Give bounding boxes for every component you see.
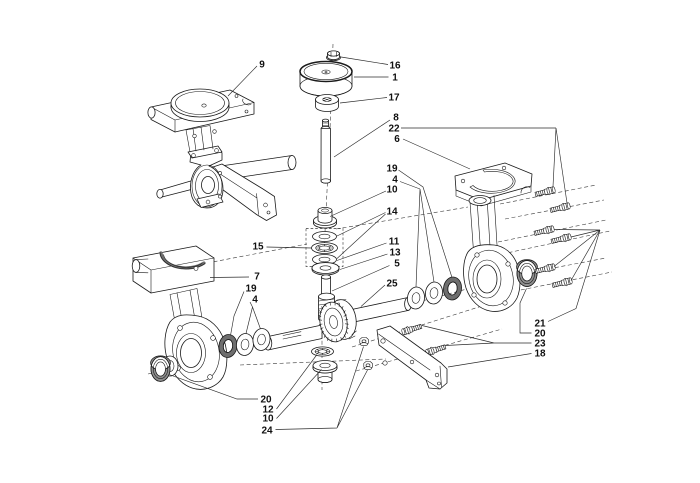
hub-spacer <box>315 94 339 112</box>
callout-14: 14 <box>386 207 398 218</box>
left-housing-column <box>169 288 204 334</box>
upper-bushing <box>313 206 337 229</box>
callout-6: 6 <box>394 134 400 145</box>
callout-24: 24 <box>261 426 273 437</box>
callout-20-right: 20 <box>534 329 546 340</box>
callout-16: 16 <box>389 61 401 72</box>
right-seal <box>516 259 538 287</box>
assembled-gearbox-unit <box>147 88 297 221</box>
nut <box>326 50 341 62</box>
pulley <box>299 60 353 97</box>
gear-teeth <box>318 301 349 343</box>
input-shaft <box>320 118 331 184</box>
callout-19-left: 19 <box>245 284 257 295</box>
callout-1: 1 <box>392 73 398 84</box>
callout-5: 5 <box>394 259 400 270</box>
callout-labels: 9 16 1 17 8 22 6 19 4 10 14 15 11 13 5 2… <box>245 60 546 437</box>
callout-19-right: 19 <box>386 164 398 175</box>
right-housing <box>454 162 533 312</box>
assembled-column <box>185 125 217 153</box>
callout-25: 25 <box>386 279 398 290</box>
lower-bushing <box>312 360 338 383</box>
callout-15: 15 <box>252 242 264 253</box>
support-bracket <box>376 325 448 390</box>
callout-7: 7 <box>254 272 260 283</box>
callout-10-left: 10 <box>262 414 274 425</box>
callout-11: 11 <box>389 237 400 248</box>
assembled-bracket-arm <box>212 163 277 221</box>
right-housing-column <box>469 195 498 259</box>
flange-nut-1 <box>359 337 369 347</box>
washer-stack <box>305 228 344 276</box>
callout-4-left: 4 <box>252 295 258 306</box>
callout-20-left: 20 <box>260 395 272 406</box>
callout-22: 22 <box>388 124 400 135</box>
callout-21: 21 <box>534 319 546 330</box>
callout-23: 23 <box>534 339 546 350</box>
callout-17: 17 <box>388 93 400 104</box>
callout-12: 12 <box>262 405 274 416</box>
flange-nut-2 <box>363 361 373 371</box>
callout-18: 18 <box>534 349 546 360</box>
worm-gear <box>318 299 357 343</box>
callout-4-right: 4 <box>392 175 398 186</box>
callout-13: 13 <box>389 248 401 259</box>
left-seal <box>150 355 171 382</box>
callout-10-right: 10 <box>386 185 398 196</box>
assembled-housing <box>187 145 224 209</box>
assembled-pulley <box>170 88 230 122</box>
star-washer <box>311 242 338 254</box>
thrust-washer <box>311 262 340 276</box>
callout-9: 9 <box>259 60 265 71</box>
callout-8: 8 <box>393 113 399 124</box>
left-housing <box>131 245 228 390</box>
lower-star-washer <box>311 346 334 357</box>
leader-lines <box>168 56 601 430</box>
flat-washer-upper <box>312 231 337 242</box>
